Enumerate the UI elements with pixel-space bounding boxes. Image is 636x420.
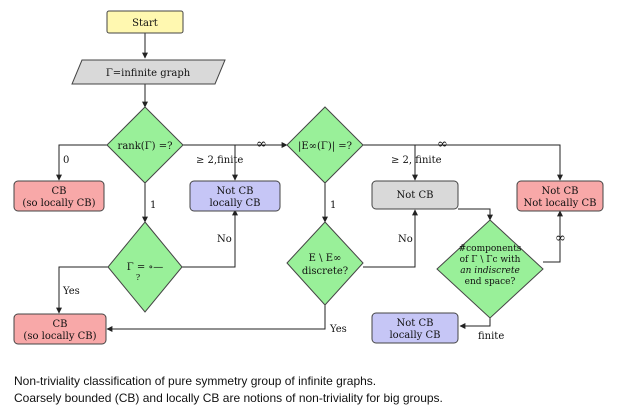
- edge-ends-inf: [363, 144, 563, 181]
- label-ends-inf: ∞: [437, 137, 448, 152]
- label-rank-inf: ∞: [256, 137, 267, 152]
- cb-result-bottom: CB (so locally CB): [13, 313, 107, 345]
- components-line4: end space?: [465, 277, 516, 287]
- components-line3: an indiscrete: [460, 266, 520, 276]
- label-ray-no: No: [217, 234, 232, 245]
- discrete-line2: discrete?: [302, 266, 348, 277]
- edge-comp-finite: [459, 318, 491, 329]
- rank-decision: rank(Γ) =?: [106, 106, 184, 184]
- cb-bottom-line1: CB: [53, 319, 68, 330]
- components-line1: #components: [459, 244, 522, 254]
- cb-top-line2: (so locally CB): [22, 198, 95, 209]
- edge-discrete-no: [363, 209, 418, 268]
- cb-top-line1: CB: [52, 186, 67, 197]
- notcb-local-bottom-line1: Not CB: [397, 318, 434, 329]
- ray-line2: ?: [136, 273, 140, 282]
- edge-ray-no: [180, 209, 238, 268]
- notcb-local-middle: Not CB locally CB: [189, 180, 281, 212]
- discrete-line1: E \ E∞: [309, 253, 342, 264]
- notcb-local-bottom-line2: locally CB: [389, 330, 440, 341]
- edge-labels: 0 1 ≥ 2,finite ∞ Yes No 1 ≥ 2, finite ∞ …: [62, 137, 566, 342]
- label-rank-zero: 0: [63, 155, 69, 166]
- edge-rank-zero: [56, 144, 107, 181]
- start-label: Start: [132, 18, 158, 29]
- notcb-notlocal-line1: Not CB: [542, 186, 579, 197]
- ray-decision: Γ = ∘— ?: [107, 221, 183, 313]
- notcb-notlocal: Not CB Not locally CB: [516, 180, 604, 212]
- notcb-local-bottom: Not CB locally CB: [371, 312, 459, 344]
- input-label: Γ=infinite graph: [106, 68, 191, 79]
- notcb-gray: Not CB: [371, 180, 459, 210]
- caption-line-1: Non-triviality classification of pure sy…: [14, 374, 377, 388]
- discrete-decision: E \ E∞ discrete?: [286, 221, 364, 306]
- label-rank-ge2: ≥ 2,finite: [196, 155, 243, 166]
- edge-ray-yes: [56, 266, 110, 314]
- label-comp-inf: ∞: [555, 231, 566, 246]
- cb-bottom-line2: (so locally CB): [23, 331, 96, 342]
- notcb-local-middle-line2: locally CB: [209, 198, 260, 209]
- caption-line-2: Coarsely bounded (CB) and locally CB are…: [14, 391, 443, 405]
- edge-comp-inf: [543, 210, 563, 263]
- label-ray-yes: Yes: [62, 286, 80, 297]
- edge-notcb-to-components: [458, 208, 493, 221]
- rank-label: rank(Γ) =?: [118, 141, 173, 152]
- label-ends-one: 1: [330, 200, 336, 211]
- edge-discrete-yes: [106, 305, 326, 332]
- input-node: Γ=infinite graph: [71, 59, 226, 85]
- ray-line1: Γ = ∘—: [127, 262, 164, 273]
- label-rank-one: 1: [150, 200, 156, 211]
- notcb-gray-label: Not CB: [397, 190, 434, 201]
- cb-result-top: CB (so locally CB): [13, 180, 105, 212]
- edges: [56, 33, 563, 332]
- components-line2: of Γ \ Γc with: [460, 255, 521, 265]
- ends-label: |E∞(Γ)| =?: [298, 141, 352, 152]
- notcb-local-middle-line1: Not CB: [217, 186, 254, 197]
- start-node: Start: [106, 10, 184, 34]
- label-comp-finite: finite: [478, 331, 504, 342]
- notcb-notlocal-line2: Not locally CB: [524, 198, 597, 209]
- ends-decision: |E∞(Γ)| =?: [286, 106, 364, 184]
- components-decision: #components of Γ \ Γc with an indiscrete…: [436, 219, 544, 319]
- label-discrete-yes: Yes: [329, 324, 347, 335]
- label-ends-ge2: ≥ 2, finite: [391, 155, 442, 166]
- label-discrete-no: No: [398, 234, 413, 245]
